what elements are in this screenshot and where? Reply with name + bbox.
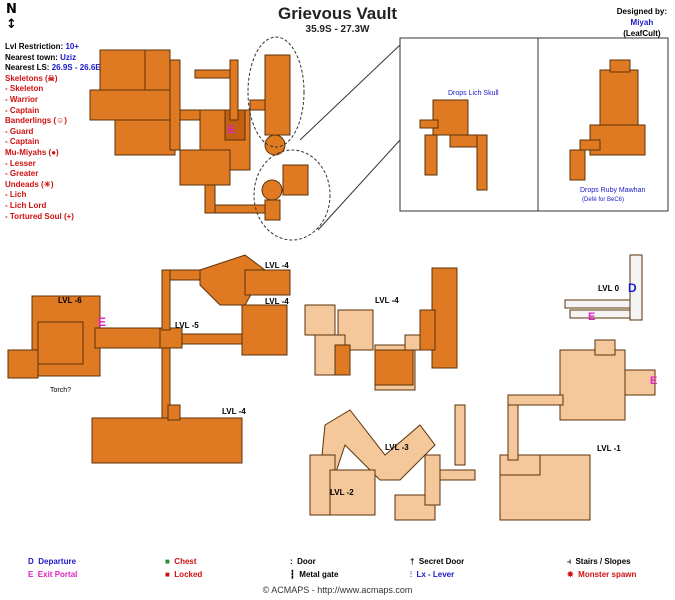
- legend-spawn: ✸ Monster spawn: [567, 570, 637, 579]
- exit-marker: E: [98, 315, 106, 329]
- legend-locked: ■ Locked: [165, 570, 203, 579]
- legend-departure: D Departure: [28, 557, 77, 566]
- level-label-3: LVL -3: [385, 443, 409, 452]
- departure-marker: D: [628, 281, 637, 295]
- map-coordinates: 35.9S - 27.3W: [305, 24, 370, 35]
- legend-secret: † Secret Door: [410, 557, 465, 566]
- legend-lever: ⫶ Lx - Lever: [410, 570, 455, 579]
- level-label-4b: LVL -4: [265, 297, 289, 306]
- level-label-2: LVL -2: [330, 488, 354, 497]
- level-label-5: LVL -5: [175, 321, 199, 330]
- level-label-6: LVL -6: [58, 296, 82, 305]
- torch-label: Torch?: [50, 387, 71, 394]
- legend-chest: ■ Chest: [165, 557, 197, 566]
- legend-stairs: ⫞ Stairs / Slopes: [567, 557, 631, 566]
- ruby-sublabel: (Defé for BeC6): [582, 197, 624, 203]
- legend-door: : Door: [290, 557, 316, 566]
- north-compass: N↕: [6, 2, 17, 32]
- page-title: Grievous Vault: [277, 4, 398, 23]
- exit-marker-3: E: [650, 375, 657, 387]
- exit-marker-2: E: [588, 311, 595, 323]
- level-label-4d: LVL -4: [222, 407, 246, 416]
- copyright: © ACMAPS - http://www.acmaps.com: [262, 585, 413, 595]
- lich-skull-label: Drops Lich Skull: [448, 90, 499, 97]
- ruby-label: Drops Ruby Mawhan: [580, 187, 645, 194]
- exit-marker-4: E: [228, 124, 235, 136]
- designer-credit: Designed by: Miyah (LeafCult): [616, 7, 667, 38]
- info-panel: Lvl Restriction: 10+ Nearest town: Uziz …: [5, 42, 101, 221]
- legend-exit: E Exit Portal: [28, 570, 78, 579]
- overview-map: [89, 49, 309, 221]
- level-label-4a: LVL -4: [265, 261, 289, 270]
- legend-gate: ┇ Metal gate: [290, 570, 339, 579]
- level-label-1: LVL -1: [597, 444, 621, 453]
- level-label-4c: LVL -4: [375, 296, 399, 305]
- level-label-0: LVL 0: [598, 284, 620, 293]
